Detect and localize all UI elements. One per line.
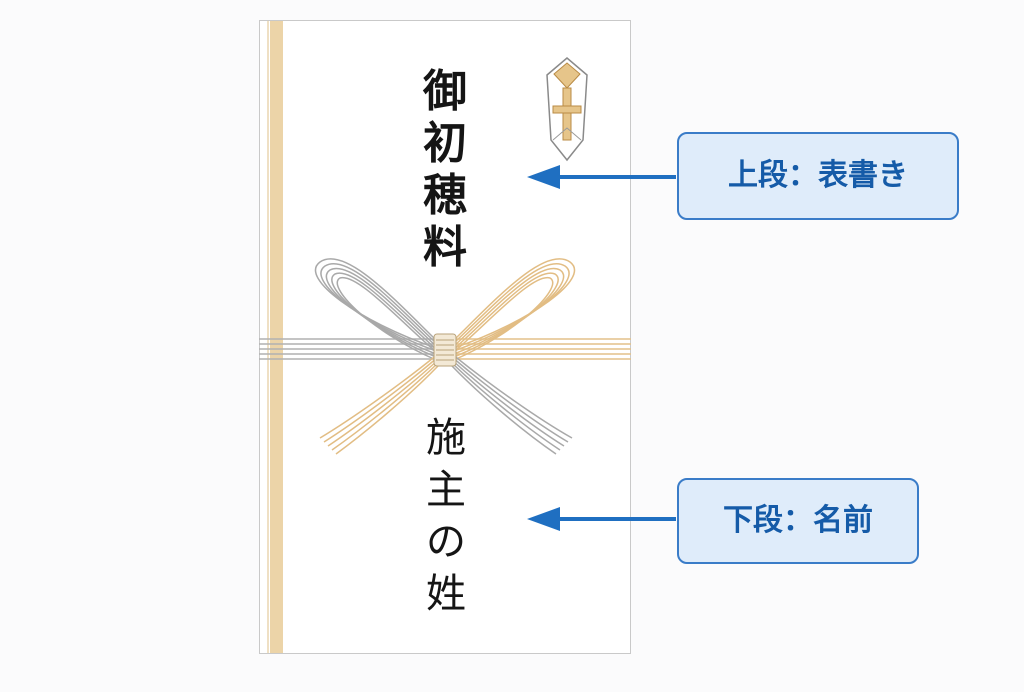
upper-section-label: 上段：表書き [677,132,959,220]
mizuhiki-left-loop [314,258,437,361]
arrow-upper-icon [527,165,676,189]
title-char: 料 [423,222,467,273]
arrow-lower-icon [527,507,676,531]
name-char: 主 [426,467,466,513]
envelope-title: 御 初 穂 料 [400,70,490,278]
envelope-name: 施 主 の 姓 [406,418,486,626]
title-char: 初 [423,118,467,169]
mizuhiki-right-loop [453,258,576,361]
mizuhiki-left-tail [319,353,439,455]
gold-side-stripe [270,21,283,653]
title-char: 御 [423,66,467,117]
name-char: の [426,519,466,565]
lower-section-label: 下段：名前 [677,478,919,564]
title-char: 穂 [423,170,467,221]
name-char: 姓 [426,571,466,617]
mizuhiki-knot [433,333,457,367]
noshi-ornament-icon [546,57,588,162]
name-char: 施 [426,415,466,461]
mizuhiki-right-tail [451,353,573,455]
